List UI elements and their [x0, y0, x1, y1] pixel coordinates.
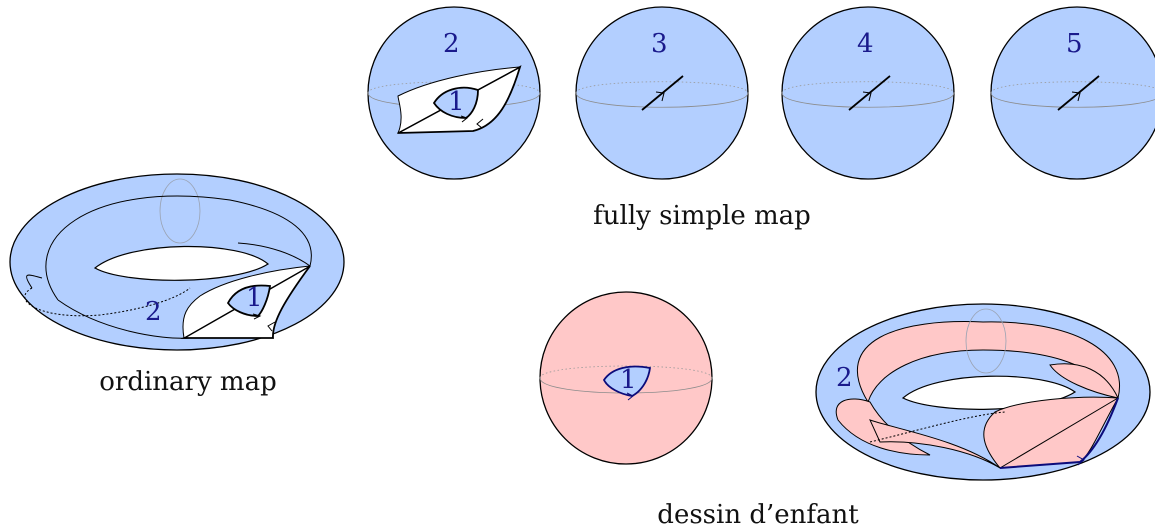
ordinary-map-caption: ordinary map [99, 367, 276, 397]
dessin-sphere: 1 [539, 291, 713, 465]
sphere-5-label: 5 [1066, 29, 1083, 59]
dessin-enfant-caption: dessin d’enfant [657, 500, 859, 530]
sphere-3-label: 3 [651, 29, 668, 59]
sphere-2-inner-label: 1 [448, 87, 465, 117]
fully-simple-sphere-2: 2 1 [367, 6, 541, 180]
ordinary-map-torus: 2 1 [9, 173, 345, 351]
dessin-torus-label: 2 [836, 363, 853, 393]
ordinary-map-face-label-1: 1 [246, 283, 263, 313]
sphere-4-label: 4 [857, 29, 874, 59]
fully-simple-sphere-4: 4 [781, 6, 955, 180]
ordinary-map-face-label-2: 2 [145, 297, 162, 327]
fully-simple-sphere-5: 5 [990, 6, 1155, 180]
dessin-sphere-label: 1 [620, 365, 637, 395]
fully-simple-map-caption: fully simple map [593, 201, 811, 231]
sphere-2-label: 2 [443, 29, 460, 59]
fully-simple-sphere-3: 3 [575, 6, 749, 180]
dessin-torus: 2 [815, 303, 1151, 481]
